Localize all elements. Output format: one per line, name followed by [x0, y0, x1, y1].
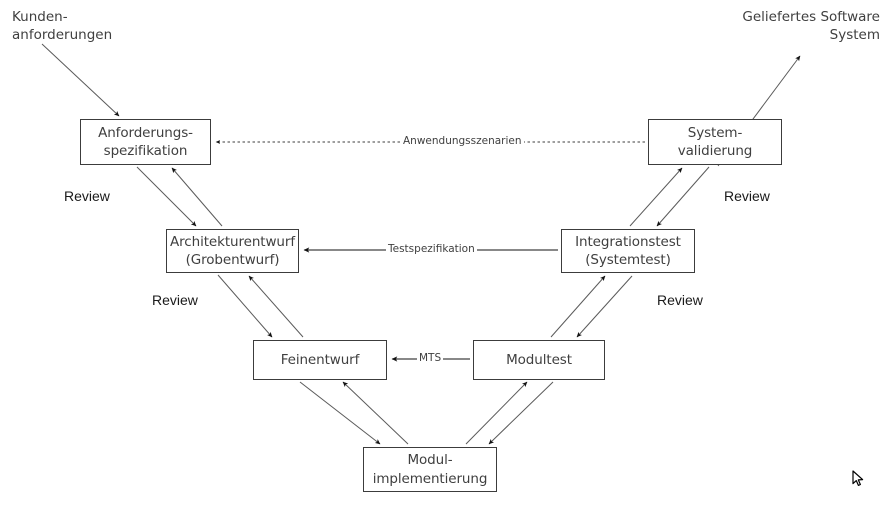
node-architekturentwurf[interactable]: Architekturentwurf (Grobentwurf)	[166, 229, 299, 273]
label-mts: MTS	[417, 352, 444, 364]
node-anforderungsspezifikation[interactable]: Anforderungs- spezifikation	[80, 119, 211, 165]
label-kundenanforderungen: Kunden- anforderungen	[12, 9, 113, 44]
label-review-mid-left: Review	[152, 292, 198, 308]
node-modulimplementierung[interactable]: Modul- implementierung	[363, 447, 497, 492]
edge-architekturentwurf-to-feinentwurf	[217, 274, 273, 338]
label-geliefertes-software-system: Geliefertes Software System	[742, 9, 880, 44]
label-testspezifikation: Testspezifikation	[386, 243, 477, 255]
edge-integrationstest-to-systemvalidierung	[629, 167, 683, 227]
node-systemvalidierung[interactable]: System- validierung	[648, 119, 782, 165]
edge-modulimplementierung-to-feinentwurf-review	[342, 381, 409, 445]
edge-architekturentwurf-to-anforderungsspezifikation-review	[171, 167, 223, 227]
edge-systemvalidierung-to-integrationstest-review	[656, 166, 710, 227]
edge-anforderungsspezifikation-to-architekturentwurf	[136, 166, 197, 227]
label-review-top-right: Review	[724, 188, 770, 204]
node-modultest[interactable]: Modultest	[473, 340, 605, 380]
mouse-cursor-icon	[852, 470, 864, 486]
label-review-mid-right: Review	[657, 292, 703, 308]
edge-feinentwurf-to-architekturentwurf-review	[248, 275, 304, 338]
edge-integrationstest-to-modultest-review	[576, 275, 633, 338]
edge-kundenanforderungen-to-anforderungsspezifikation	[41, 43, 120, 117]
label-anwendungsszenarien: Anwendungsszenarien	[401, 135, 524, 147]
edge-modultest-to-integrationstest	[550, 275, 606, 338]
node-feinentwurf[interactable]: Feinentwurf	[253, 340, 387, 380]
edge-modultest-to-modulimplementierung-review	[488, 381, 554, 445]
node-integrationstest[interactable]: Integrationstest (Systemtest)	[561, 229, 695, 273]
edge-feinentwurf-to-modulimplementierung	[299, 381, 381, 445]
label-review-top-left: Review	[64, 188, 110, 204]
edge-modulimplementierung-to-modultest	[465, 381, 528, 445]
